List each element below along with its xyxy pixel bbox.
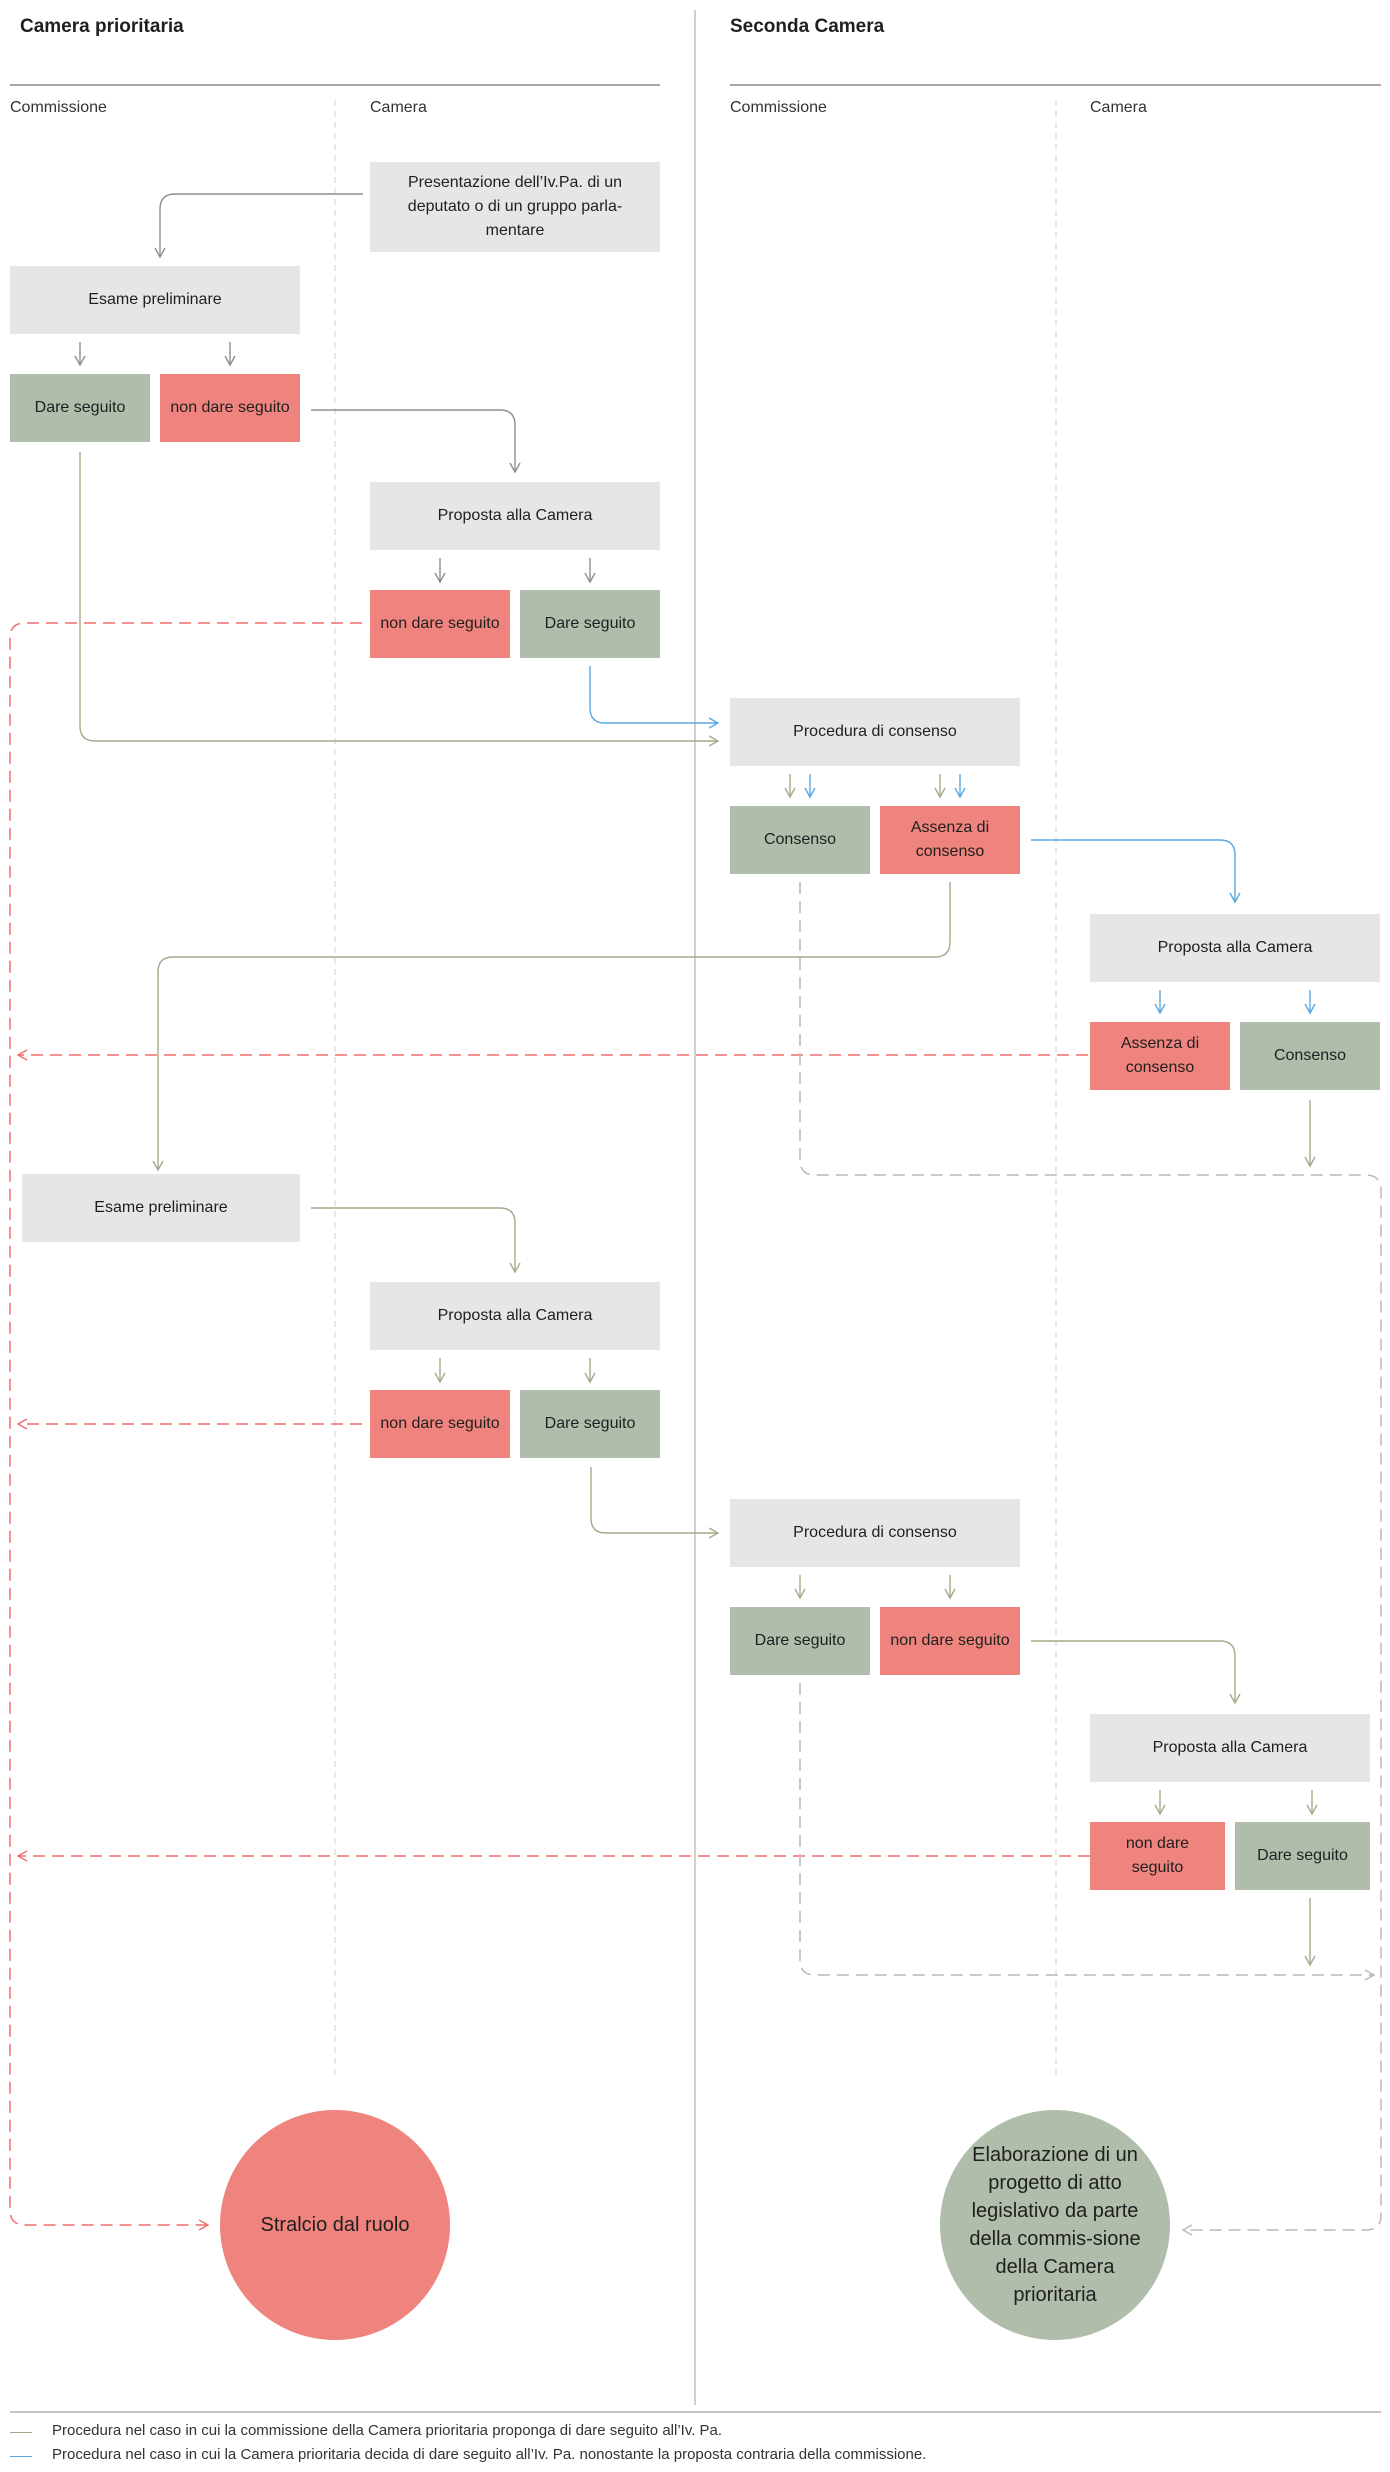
- node-procedura-consenso-2: Procedura di consenso: [730, 1499, 1020, 1567]
- column-label-commissione-right: Commissione: [730, 99, 827, 116]
- node-elaborazione-progetto: Elaborazione di un progetto di atto legi…: [940, 2110, 1170, 2340]
- column-label-camera-left: Camera: [370, 99, 427, 116]
- node-dare-seguito-3: Dare seguito: [520, 1390, 660, 1458]
- header-camera-prioritaria: Camera prioritaria: [20, 16, 184, 37]
- legend-olive-text: Procedura nel caso in cui la commissione…: [52, 2422, 723, 2439]
- column-label-camera-right: Camera: [1090, 99, 1147, 116]
- legend-olive-swatch: [10, 2432, 32, 2433]
- node-consenso-1: Consenso: [730, 806, 870, 874]
- node-consenso-2: Consenso: [1240, 1022, 1380, 1090]
- legend-blue-swatch: [10, 2456, 32, 2457]
- node-esame-preliminare-2: Esame preliminare: [22, 1174, 300, 1242]
- header-seconda-camera: Seconda Camera: [730, 16, 885, 37]
- node-non-dare-seguito-2: non dare seguito: [370, 590, 510, 658]
- node-proposta-camera-3: Proposta alla Camera: [370, 1282, 660, 1350]
- node-non-dare-seguito-1: non dare seguito: [160, 374, 300, 442]
- node-esame-preliminare-1: Esame preliminare: [10, 266, 300, 334]
- node-presentazione: Presentazione dell’Iv.Pa. di un deputato…: [370, 162, 660, 252]
- node-dare-seguito-4: Dare seguito: [730, 1607, 870, 1675]
- node-non-dare-seguito-4: non dare seguito: [880, 1607, 1020, 1675]
- node-dare-seguito-2: Dare seguito: [520, 590, 660, 658]
- column-label-commissione-left: Commissione: [10, 99, 107, 116]
- node-non-dare-seguito-3: non dare seguito: [370, 1390, 510, 1458]
- node-dare-seguito-5: Dare seguito: [1235, 1822, 1370, 1890]
- node-assenza-consenso-1: Assenza di consenso: [880, 806, 1020, 874]
- node-non-dare-seguito-5: non dare seguito: [1090, 1822, 1225, 1890]
- node-assenza-consenso-2: Assenza di consenso: [1090, 1022, 1230, 1090]
- node-dare-seguito-1: Dare seguito: [10, 374, 150, 442]
- node-procedura-consenso-1: Procedura di consenso: [730, 698, 1020, 766]
- legend-blue-text: Procedura nel caso in cui la Camera prio…: [52, 2446, 927, 2463]
- node-proposta-camera-2: Proposta alla Camera: [1090, 914, 1380, 982]
- node-stralcio-dal-ruolo: Stralcio dal ruolo: [220, 2110, 450, 2340]
- node-proposta-camera-4: Proposta alla Camera: [1090, 1714, 1370, 1782]
- node-proposta-camera-1: Proposta alla Camera: [370, 482, 660, 550]
- structure-lines: [10, 10, 1381, 2413]
